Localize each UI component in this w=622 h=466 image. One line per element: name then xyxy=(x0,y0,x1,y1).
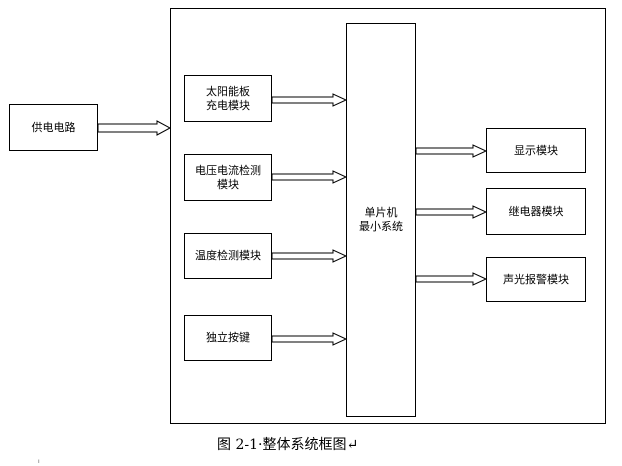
arrow-mcu-to-alarm xyxy=(415,272,488,286)
arrow-mcu-to-display xyxy=(415,144,488,158)
alarm-box: 声光报警模块 xyxy=(486,257,586,302)
relay-box: 继电器模块 xyxy=(486,188,586,235)
arrow-mcu-to-relay xyxy=(415,205,488,219)
alarm-label: 声光报警模块 xyxy=(503,272,569,286)
temperature-label: 温度检测模块 xyxy=(195,249,261,262)
temperature-box: 温度检测模块 xyxy=(184,233,272,279)
display-label: 显示模块 xyxy=(514,143,558,157)
mcu-label: 单片机 最小系统 xyxy=(359,206,403,233)
relay-label: 继电器模块 xyxy=(508,204,564,218)
power-supply-box: 供电电路 xyxy=(9,104,98,151)
solar-charge-box: 太阳能板 充电模块 xyxy=(184,75,272,122)
system-boundary xyxy=(170,8,606,424)
solar-charge-label: 太阳能板 充电模块 xyxy=(206,84,250,112)
mcu-box: 单片机 最小系统 xyxy=(346,23,416,417)
arrow-power-to-system xyxy=(97,120,172,136)
keys-box: 独立按键 xyxy=(184,315,272,361)
voltage-current-label: 电压电流检测 模块 xyxy=(195,163,261,191)
display-box: 显示模块 xyxy=(486,128,586,173)
arrow-temperature-to-mcu xyxy=(271,249,348,263)
arrow-solar-to-mcu xyxy=(271,93,348,107)
corner-mark: ı xyxy=(38,458,40,465)
voltage-current-box: 电压电流检测 模块 xyxy=(184,154,272,201)
arrow-voltage-to-mcu xyxy=(271,170,348,184)
figure-caption: 图 2-1·整体系统框图↵ xyxy=(217,437,359,453)
power-supply-label: 供电电路 xyxy=(31,120,76,134)
keys-label: 独立按键 xyxy=(206,331,250,344)
arrow-keys-to-mcu xyxy=(271,332,348,346)
